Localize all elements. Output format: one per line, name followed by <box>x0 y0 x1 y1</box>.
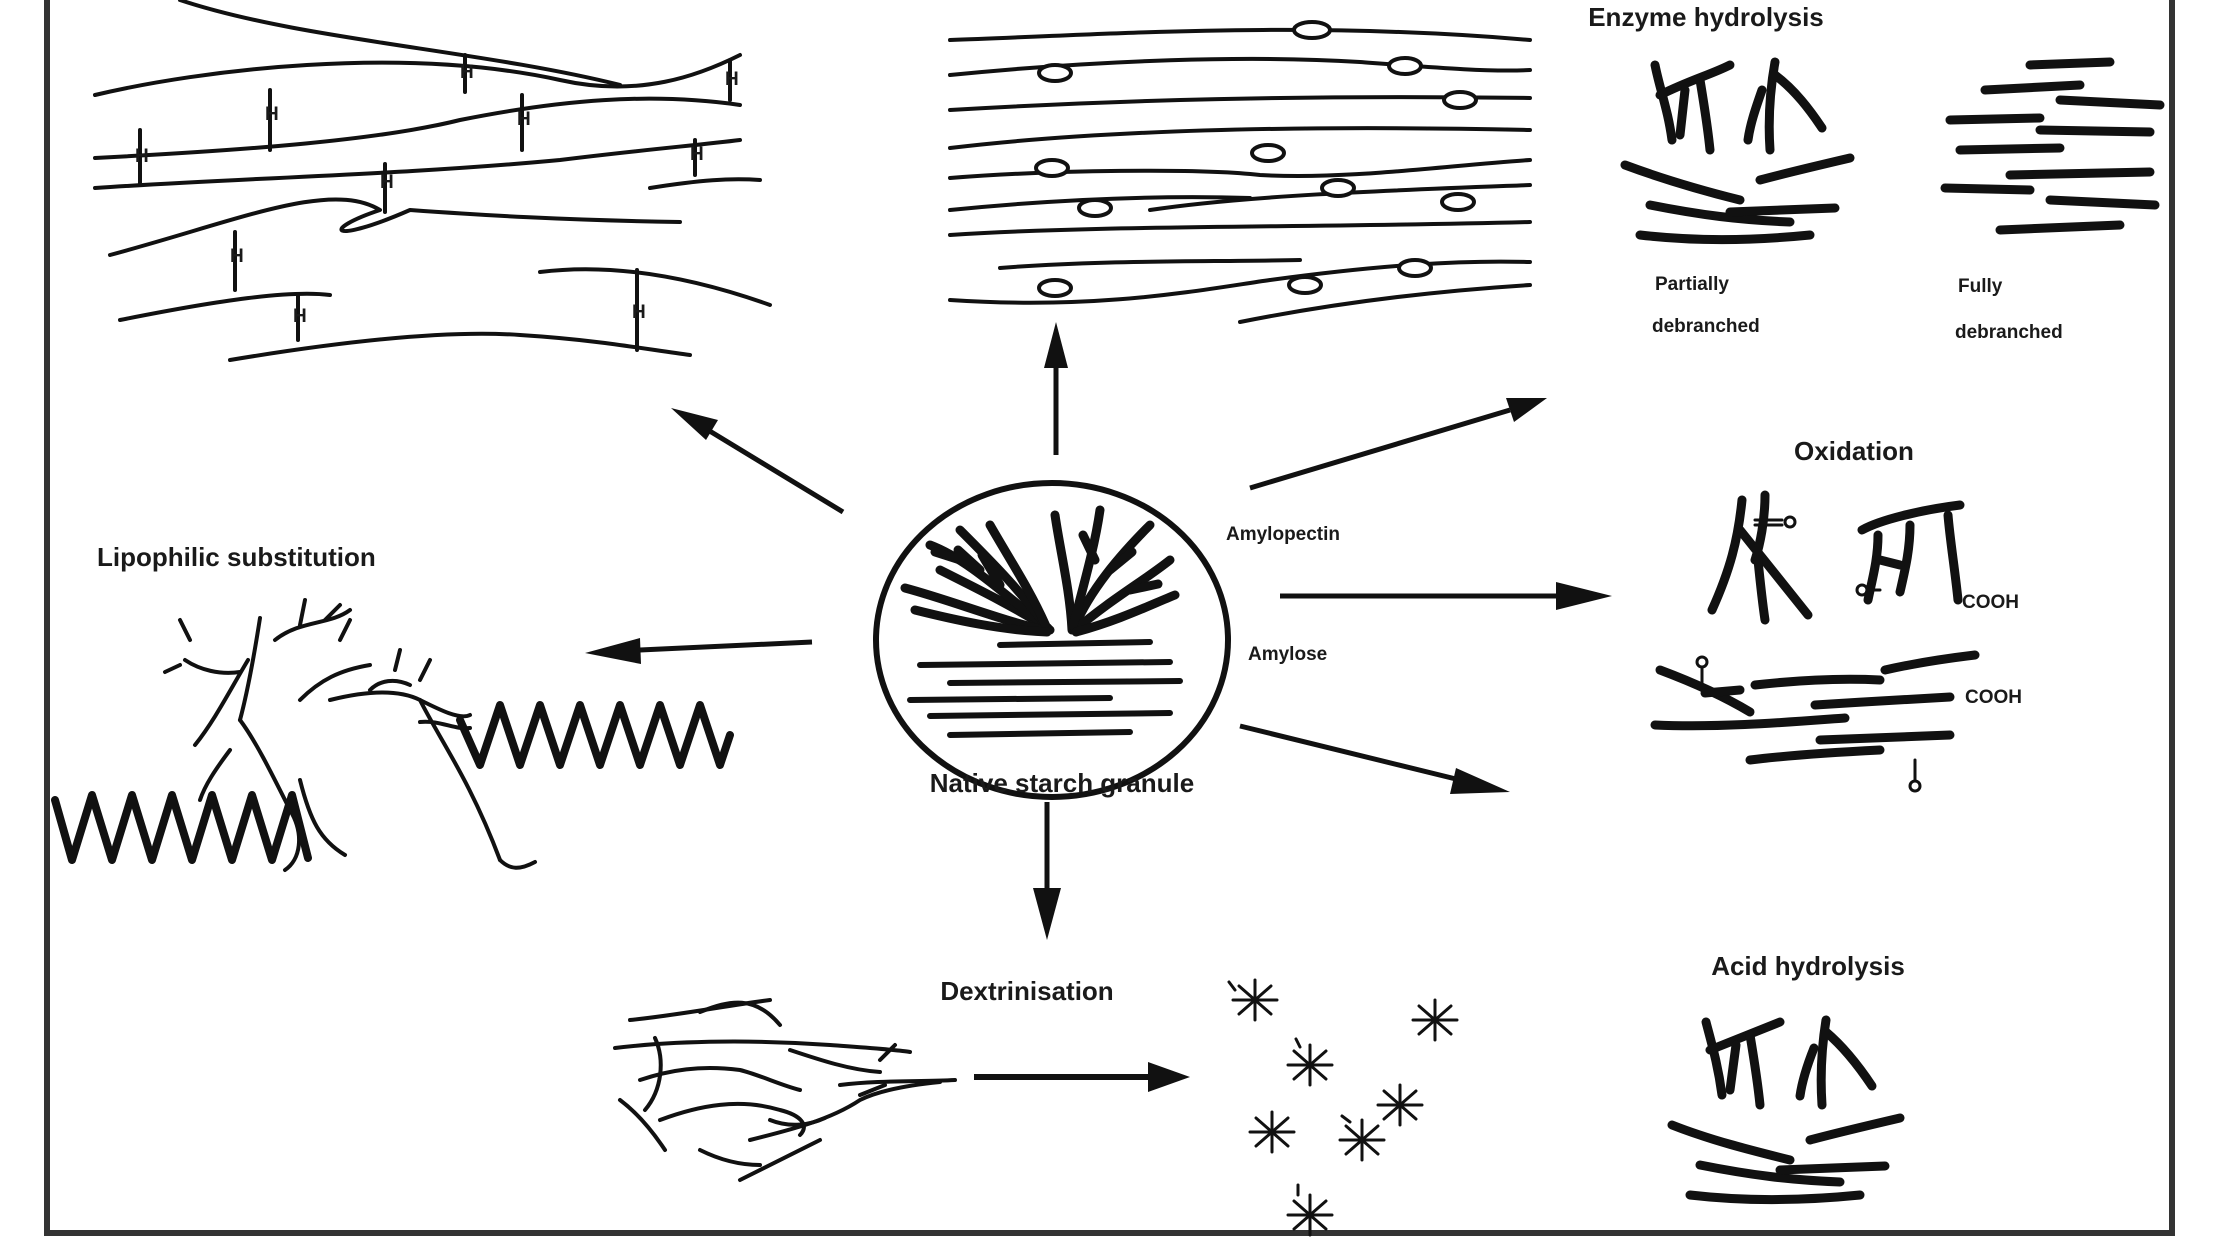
oxidation-carbonyl-marks <box>1695 515 1922 793</box>
acid-hydrolysis-title: Acid hydrolysis <box>1711 951 1905 981</box>
lipophilic-substitution-panel: Lipophilic substitution <box>51 542 734 872</box>
svg-text:H: H <box>265 104 279 125</box>
arrow-right <box>1280 582 1612 610</box>
figure-frame <box>44 0 2175 1236</box>
dextrinisation-title: Dextrinisation <box>940 976 1113 1006</box>
svg-text:H: H <box>460 62 474 83</box>
oxidation-cooh-label-top: COOH <box>1962 592 2019 613</box>
arrow-upper-right <box>1249 398 1547 491</box>
lipophilic-substitution-title: Lipophilic substitution <box>97 542 376 572</box>
arrow-up <box>1044 322 1068 455</box>
svg-text:H: H <box>135 146 149 167</box>
center-title: Native starch granule <box>930 768 1194 798</box>
svg-text:H: H <box>380 172 394 193</box>
dextrinisation-branched-chains <box>613 998 957 1182</box>
arrow-upper-left <box>671 408 845 515</box>
native-starch-granule: Amylopectin Amylose Native starch granul… <box>873 480 1340 800</box>
svg-text:H: H <box>230 246 244 267</box>
dextrin-fragments <box>1227 978 1459 1237</box>
amylopectin-right-cluster <box>1050 505 1180 637</box>
crosslinked-chains-illustration <box>93 0 772 362</box>
svg-text:H: H <box>690 144 704 165</box>
reaction-arrows <box>585 322 1612 1092</box>
arrow-left <box>585 638 813 664</box>
oxidation-title: Oxidation <box>1794 436 1914 466</box>
partially-debranched-glyph <box>1620 57 1855 245</box>
svg-text:H: H <box>293 306 307 327</box>
enzyme-hydrolysis-panel: Enzyme hydrolysis Part <box>1588 2 2165 343</box>
amylopectin-left-cluster <box>900 520 1055 637</box>
fully-debranched-label-line2: debranched <box>1955 322 2063 343</box>
amylose-label: Amylose <box>1248 644 1327 665</box>
svg-text:H: H <box>725 69 739 90</box>
amylose-strands <box>907 639 1183 738</box>
svg-text:H: H <box>632 302 646 323</box>
amylopectin-label: Amylopectin <box>1226 524 1340 545</box>
hydrogen-bond-marks: H H H H H H H H H H <box>135 62 739 327</box>
partially-debranched-label-line1: Partially <box>1655 274 1729 295</box>
arrow-dextrinisation <box>974 1062 1190 1092</box>
substituted-chains-illustration <box>948 20 1532 324</box>
substituent-groups <box>1034 20 1478 298</box>
arrow-lower-right <box>1239 723 1510 794</box>
lipid-chain-zigzags <box>51 701 734 864</box>
fully-debranched-glyph <box>1940 57 2165 235</box>
partially-debranched-label-line2: debranched <box>1652 316 1760 337</box>
fully-debranched-label-line1: Fully <box>1958 276 2003 297</box>
enzyme-hydrolysis-title: Enzyme hydrolysis <box>1588 2 1824 32</box>
dextrinisation-panel: Dextrinisation <box>613 976 1459 1237</box>
oxidation-panel: Oxidation <box>1650 436 2022 793</box>
arrow-down <box>1033 802 1061 940</box>
svg-text:H: H <box>517 109 531 130</box>
acid-hydrolysis-panel: Acid hydrolysis <box>1667 951 1905 1205</box>
oxidation-cooh-label-bottom: COOH <box>1965 687 2022 708</box>
